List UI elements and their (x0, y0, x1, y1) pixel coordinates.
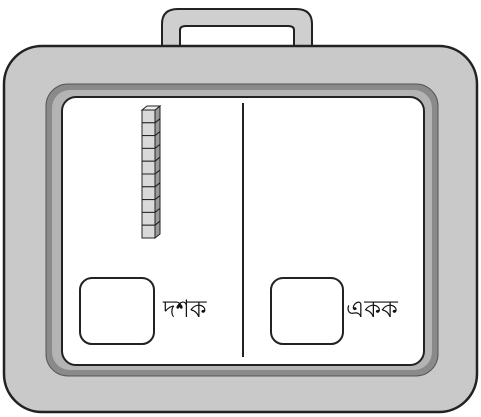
unit-cube (142, 106, 160, 123)
tens-rod (142, 106, 160, 238)
ones-answer-box[interactable] (271, 278, 343, 344)
tens-answer-box[interactable] (80, 278, 154, 344)
case-handle (162, 9, 312, 48)
tens-label: দশক (162, 295, 208, 323)
ones-label: একক (346, 295, 399, 323)
